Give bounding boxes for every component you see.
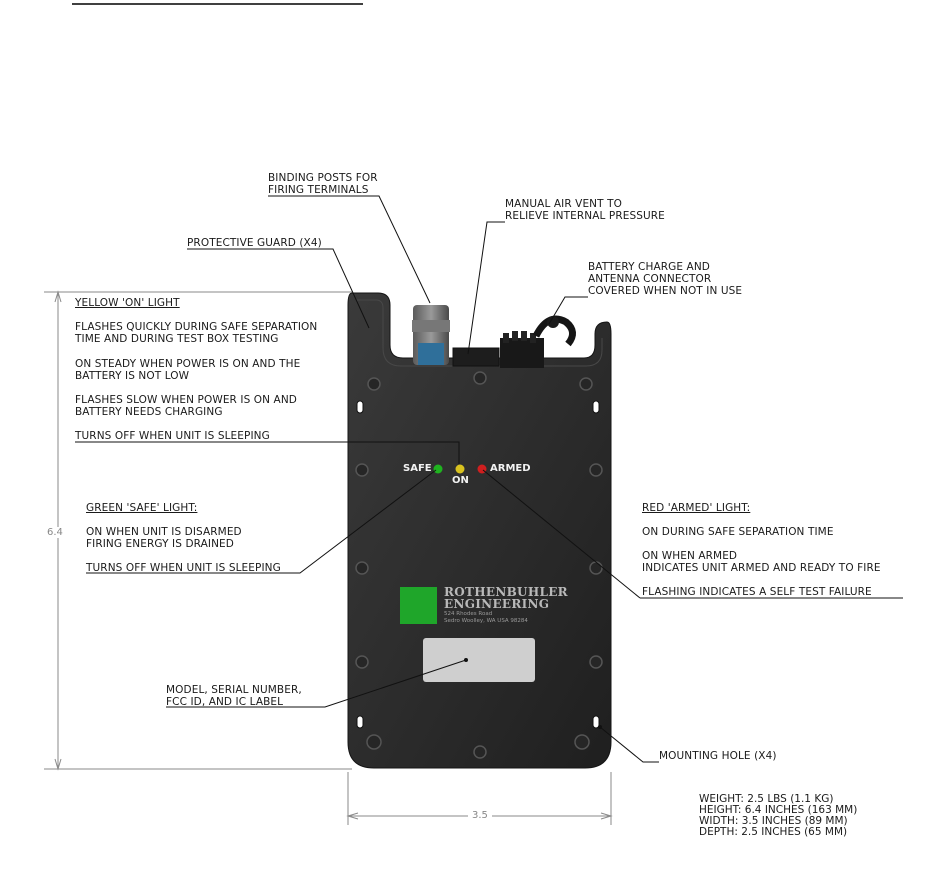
red-light-p3: FLASHING INDICATES A SELF TEST FAILURE: [642, 586, 872, 598]
spec-weight: WEIGHT: 2.5 LBS (1.1 KG): [699, 793, 834, 805]
yellow-light-title: YELLOW 'ON' LIGHT: [75, 297, 180, 309]
callout-binding-posts-line2: FIRING TERMINALS: [268, 184, 369, 196]
spec-width: WIDTH: 3.5 INCHES (89 MM): [699, 815, 848, 827]
brand-line2: ENGINEERING: [444, 597, 550, 611]
width-dimension: 3.5: [468, 810, 492, 821]
green-light-p1-line1: ON WHEN UNIT IS DISARMED: [86, 526, 242, 538]
led-on-label: ON: [452, 475, 469, 486]
red-light-p2-line1: ON WHEN ARMED: [642, 550, 738, 562]
red-light-p2-line2: INDICATES UNIT ARMED AND READY TO FIRE: [642, 562, 881, 574]
callout-air-vent-line2: RELIEVE INTERNAL PRESSURE: [505, 210, 665, 222]
led-on: [455, 464, 465, 474]
led-armed-label: ARMED: [490, 463, 531, 474]
yellow-light-p4: TURNS OFF WHEN UNIT IS SLEEPING: [75, 430, 270, 442]
yellow-light-p1-line2: TIME AND DURING TEST BOX TESTING: [75, 333, 279, 345]
led-safe-label: SAFE: [403, 463, 432, 474]
device-body: [347, 292, 612, 769]
yellow-light-p2-line1: ON STEADY WHEN POWER IS ON AND THE: [75, 358, 301, 370]
leader-dots: [464, 658, 602, 729]
yellow-light-p3-line1: FLASHES SLOW WHEN POWER IS ON AND: [75, 394, 297, 406]
callout-model-line1: MODEL, SERIAL NUMBER,: [166, 684, 302, 696]
brand-line1: ROTHENBUHLER: [444, 585, 568, 599]
red-light-title: RED 'ARMED' LIGHT:: [642, 502, 751, 514]
air-vent: [452, 347, 500, 367]
spec-height: HEIGHT: 6.4 INCHES (163 MM): [699, 804, 858, 816]
callout-battery-line2: ANTENNA CONNECTOR: [588, 273, 712, 285]
yellow-light-p2-line2: BATTERY IS NOT LOW: [75, 370, 190, 382]
led-safe: [433, 464, 443, 474]
callout-battery-line1: BATTERY CHARGE AND: [588, 261, 710, 273]
yellow-light-p1-line1: FLASHES QUICKLY DURING SAFE SEPARATION: [75, 321, 318, 333]
callout-battery-line3: COVERED WHEN NOT IN USE: [588, 285, 743, 297]
callout-air-vent-line1: MANUAL AIR VENT TO: [505, 198, 622, 210]
brand-address-line2: Sedro Woolley, WA USA 98284: [444, 618, 528, 624]
green-light-title: GREEN 'SAFE' LIGHT:: [86, 502, 198, 514]
brand-address-line1: 524 Rhodes Road: [444, 611, 493, 617]
leader-lines: [75, 195, 903, 763]
callout-mounting-hole: MOUNTING HOLE (X4): [659, 750, 777, 762]
yellow-light-p3-line2: BATTERY NEEDS CHARGING: [75, 406, 223, 418]
battery-connector: [500, 315, 576, 368]
red-light-p1: ON DURING SAFE SEPARATION TIME: [642, 526, 834, 538]
green-light-p2: TURNS OFF WHEN UNIT IS SLEEPING: [86, 562, 281, 574]
callout-protective-guard: PROTECTIVE GUARD (X4): [187, 237, 322, 249]
callout-binding-posts-line1: BINDING POSTS FOR: [268, 172, 378, 184]
height-dimension: 6.4: [47, 527, 63, 538]
green-light-p1-line2: FIRING ENERGY IS DRAINED: [86, 538, 234, 550]
logo-square: [400, 587, 437, 624]
screws: [355, 371, 603, 759]
spec-depth: DEPTH: 2.5 INCHES (65 MM): [699, 826, 848, 838]
binding-post: [412, 305, 450, 365]
product-label: [423, 638, 535, 682]
mounting-holes: [356, 400, 600, 729]
callout-model-line2: FCC ID, AND IC LABEL: [166, 696, 284, 708]
